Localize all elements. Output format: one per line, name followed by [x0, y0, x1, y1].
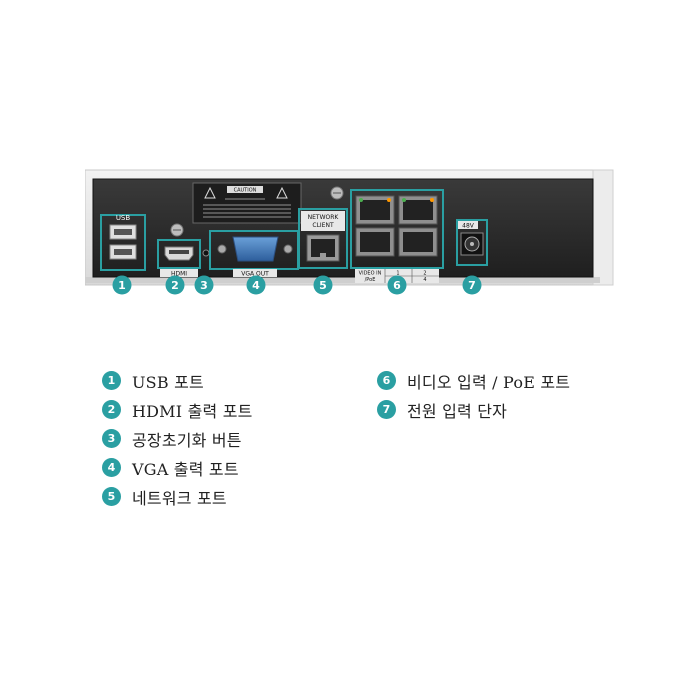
badge: 1: [112, 275, 132, 295]
svg-text:2: 2: [171, 279, 179, 292]
screw-icon: [170, 223, 184, 237]
power-input-group: 48V: [456, 219, 488, 266]
badge: 2: [165, 275, 185, 295]
network-sublabel: CLIENT: [312, 222, 334, 229]
usb-label: USB: [116, 214, 131, 222]
legend-item-factory-reset: 3 공장초기화 버튼: [102, 428, 253, 450]
legend-item-power: 7 전원 입력 단자: [377, 399, 570, 421]
badge: 6: [387, 275, 407, 295]
legend-number: 1: [102, 371, 121, 390]
legend-item-video-in-poe: 6 비디오 입력 / PoE 포트: [377, 370, 571, 392]
hdmi-port-group: HDMI: [157, 239, 201, 278]
legend-item-vga: 4 VGA 출력 포트: [102, 457, 253, 479]
svg-text:3: 3: [200, 279, 208, 292]
network-label: NETWORK: [308, 214, 340, 221]
legend-number: 5: [102, 487, 121, 506]
vga-port: [232, 236, 279, 262]
legend-item-network: 5 네트워크 포트: [102, 486, 253, 508]
legend-text: 공장초기화 버튼: [132, 430, 242, 450]
video-in-label: VIDEO IN: [359, 271, 382, 277]
svg-text:5: 5: [319, 279, 327, 292]
port-number: 2: [423, 271, 426, 277]
legend-number: 6: [377, 371, 396, 390]
factory-reset-button: [202, 249, 210, 257]
poe-rj45-port: [355, 227, 395, 257]
legend-number: 7: [377, 400, 396, 419]
legend-number: 3: [102, 429, 121, 448]
legend-left: 1 USB 포트 2 HDMI 출력 포트 3 공장초기화 버튼 4 VGA 출…: [102, 370, 253, 508]
warning-icon: [204, 186, 216, 199]
nvr-rear-panel-illustration: USB HDMI VGA OUT CAUTION: [85, 169, 614, 295]
screw-icon: [330, 186, 344, 200]
badge: 3: [194, 275, 214, 295]
caution-title: CAUTION: [234, 188, 257, 194]
legend-text: 네트워크 포트: [132, 488, 227, 508]
badge: 4: [246, 275, 266, 295]
port-number: 4: [423, 277, 426, 283]
poe-rj45-port: [355, 195, 395, 225]
legend-text: HDMI 출력 포트: [132, 401, 253, 421]
legend-number: 2: [102, 400, 121, 419]
power-label: 48V: [462, 223, 475, 230]
vga-label: VGA OUT: [241, 271, 269, 278]
legend-item-hdmi: 2 HDMI 출력 포트: [102, 399, 253, 421]
video-in-sublabel: /PoE: [365, 277, 376, 283]
svg-text:7: 7: [468, 279, 476, 292]
legend-number: 4: [102, 458, 121, 477]
warning-icon: [276, 186, 288, 199]
legend-text: 전원 입력 단자: [407, 401, 508, 421]
svg-text:4: 4: [252, 279, 260, 292]
badge: 5: [313, 275, 333, 295]
badge: 7: [462, 275, 482, 295]
usb-port-group: USB: [100, 214, 146, 271]
legend-text: VGA 출력 포트: [132, 459, 239, 479]
poe-rj45-port: [398, 227, 438, 257]
legend-right: 6 비디오 입력 / PoE 포트 7 전원 입력 단자: [377, 370, 571, 421]
svg-text:1: 1: [118, 279, 126, 292]
legend-text: 비디오 입력 / PoE 포트: [407, 372, 571, 392]
hdmi-label: HDMI: [171, 271, 187, 278]
legend-item-usb: 1 USB 포트: [102, 370, 253, 392]
poe-rj45-port: [398, 195, 438, 225]
port-number: 1: [396, 271, 399, 277]
svg-text:6: 6: [393, 279, 401, 292]
network-port-group: NETWORK CLIENT: [298, 208, 348, 269]
caution-label: CAUTION: [192, 182, 302, 224]
legend-text: USB 포트: [132, 372, 204, 392]
